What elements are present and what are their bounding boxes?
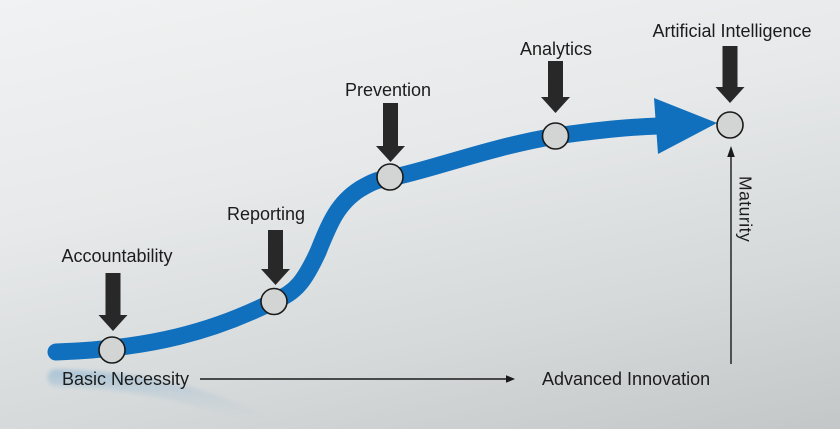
- stage-marker-accountability: [98, 336, 126, 364]
- down-arrow-icon-analytics: [541, 61, 570, 113]
- down-arrow-icon-prevention: [376, 103, 405, 162]
- y-axis-label: Maturity: [735, 176, 756, 243]
- y-axis-arrowhead-icon: [727, 146, 735, 157]
- stage-marker-reporting: [260, 287, 288, 316]
- stage-label-artificial-intelligence: Artificial Intelligence: [652, 21, 812, 41]
- curve-arrowhead-icon: [654, 98, 717, 154]
- down-arrow-icon-reporting: [261, 230, 290, 285]
- stage-marker-artificial-intelligence: [716, 111, 744, 139]
- stage-label-prevention: Prevention: [344, 80, 432, 100]
- stage-label-accountability: Accountability: [61, 246, 173, 266]
- stage-label-reporting: Reporting: [226, 204, 306, 224]
- stage-label-analytics: Analytics: [519, 39, 593, 59]
- x-axis-start-label: Basic Necessity: [62, 369, 190, 389]
- stage-marker-analytics: [541, 122, 570, 150]
- x-axis-end-label: Advanced Innovation: [542, 369, 711, 389]
- down-arrow-icon-artificial-intelligence: [715, 46, 745, 103]
- stage-marker-prevention: [376, 163, 404, 191]
- maturity-curve: [56, 126, 659, 352]
- x-axis-arrowhead-icon: [506, 375, 515, 383]
- down-arrow-icon-accountability: [98, 273, 128, 331]
